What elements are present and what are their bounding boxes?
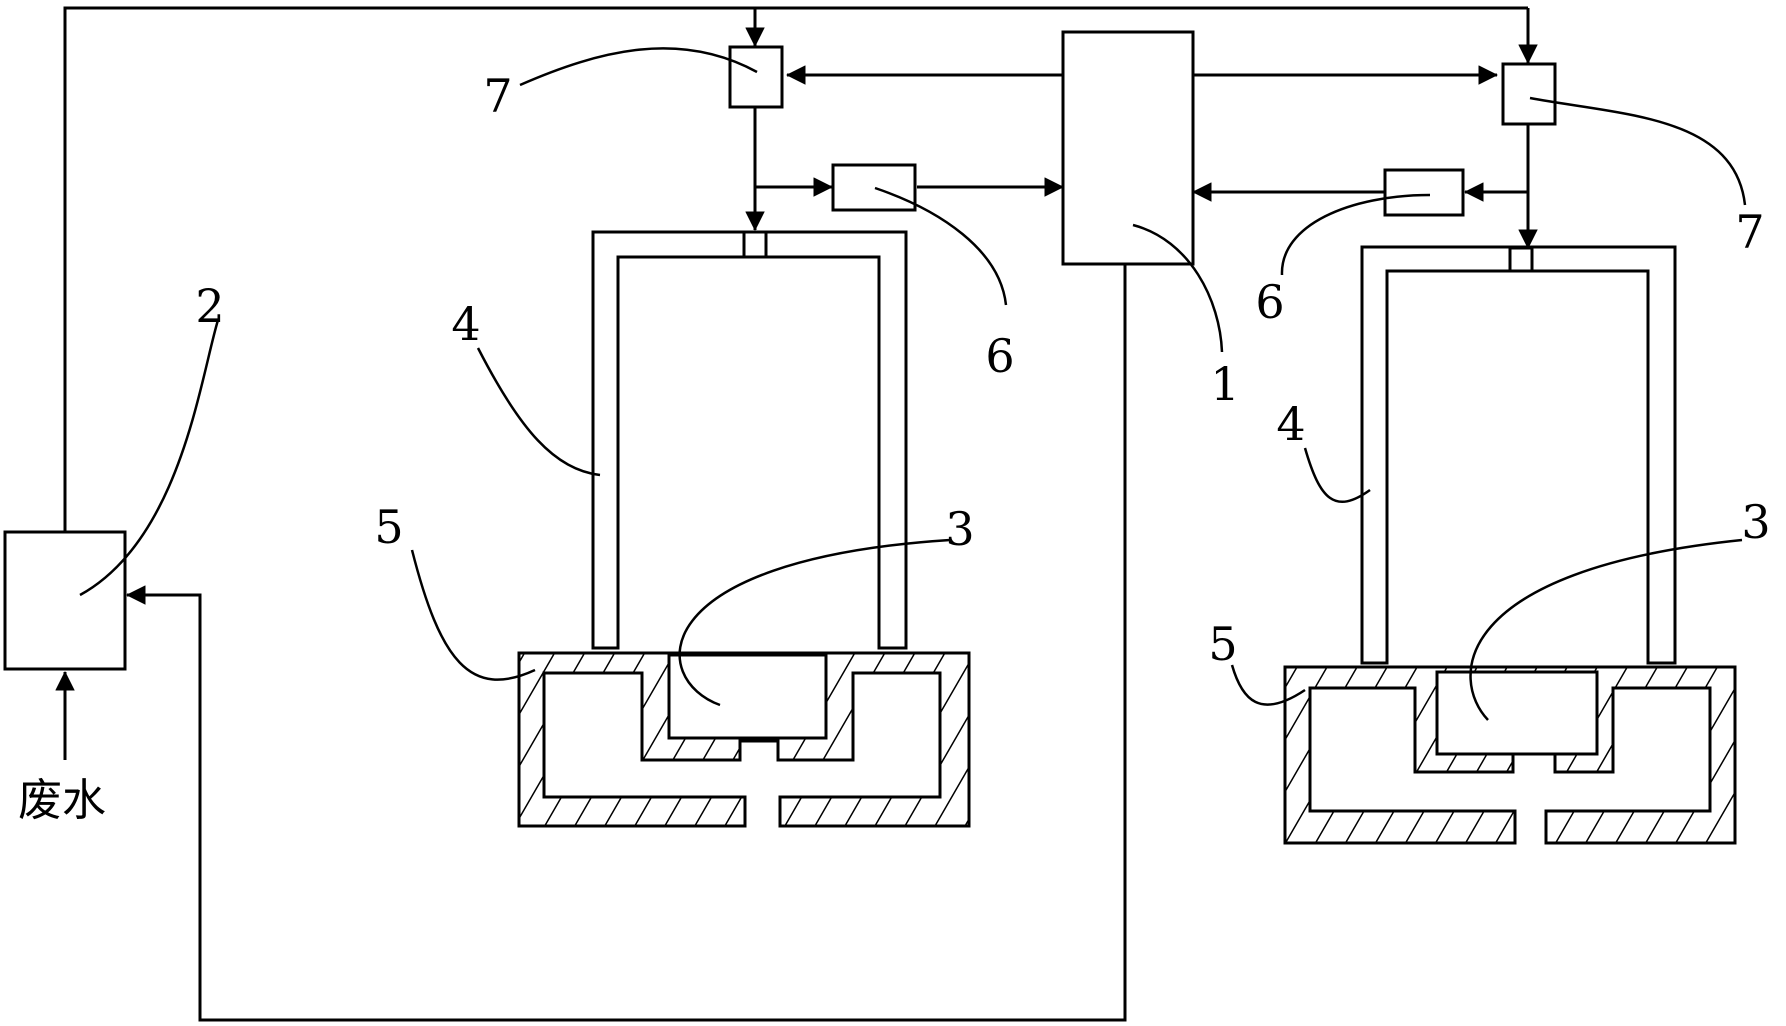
unit-left [517, 230, 971, 828]
label-5-right: 5 [1208, 617, 1237, 671]
label-3-left: 3 [945, 502, 974, 556]
leader-5-right [1230, 664, 1306, 706]
label-6-right: 6 [1255, 275, 1284, 329]
leader-7-right [1529, 96, 1747, 206]
label-6-left: 6 [985, 329, 1014, 383]
label-2: 2 [195, 279, 224, 333]
pipe-left [591, 230, 908, 650]
detector-right [1383, 168, 1465, 217]
leader-1 [1132, 223, 1224, 353]
label-4-left: 4 [451, 297, 480, 351]
inlet-label: 废水 [18, 775, 106, 826]
return-line [126, 264, 1127, 1022]
label-7-left: 7 [483, 69, 512, 123]
valve-left [728, 45, 784, 109]
leader-lines [79, 47, 1747, 721]
label-4-right: 4 [1276, 397, 1305, 451]
leader-4-right [1303, 447, 1371, 503]
leader-3-left [678, 538, 951, 707]
leader-4-left [476, 347, 601, 477]
valve-right [1501, 62, 1557, 126]
sensor-right [1435, 670, 1599, 756]
pipe-right-nozzle [1508, 246, 1534, 273]
leader-6-left [874, 186, 1008, 306]
pipe-right [1360, 245, 1677, 665]
leader-3-right [1469, 538, 1743, 721]
feed-line [63, 6, 1528, 532]
label-7-right: 7 [1735, 205, 1764, 259]
unit-right [1283, 245, 1737, 845]
pretreatment-tank [3, 530, 127, 671]
detector-left [831, 163, 917, 212]
leader-7-left [519, 47, 758, 87]
controller-box [1061, 30, 1195, 266]
pipe-left-nozzle [742, 230, 768, 259]
leader-6-right [1280, 193, 1431, 276]
label-5-left: 5 [374, 500, 403, 554]
callout-labels: 7 7 6 6 1 2 4 4 5 5 3 3 [195, 69, 1770, 671]
sensor-left [667, 653, 828, 740]
leader-5-left [410, 549, 536, 681]
piping [55, 6, 1538, 1022]
label-3-right: 3 [1741, 495, 1770, 549]
leader-2 [79, 319, 220, 597]
label-1: 1 [1210, 357, 1239, 411]
